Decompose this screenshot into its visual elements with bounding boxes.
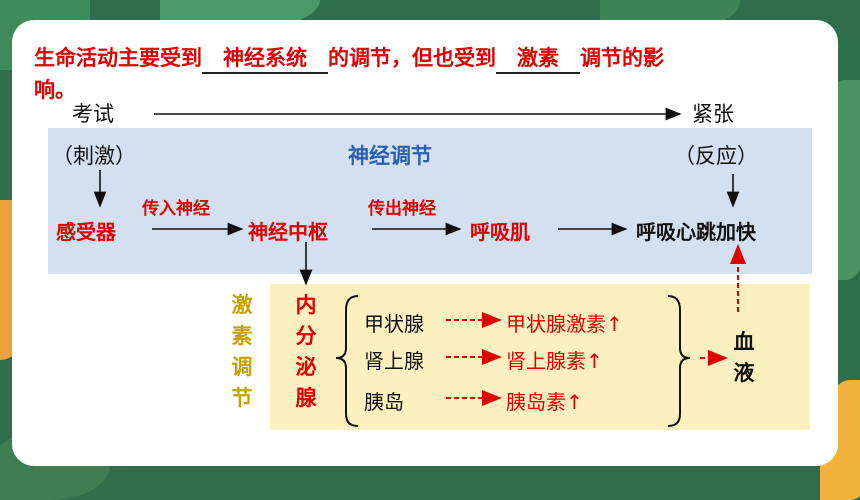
stimulus-label: 考试 [72,102,114,126]
receptor-label: 感受器 [56,220,116,244]
left-brace [335,295,359,427]
efferent-nerve-label: 传出神经 [368,199,436,219]
hormone-insulin: 胰岛素↑ [506,390,583,414]
effector-label: 呼吸肌 [470,220,530,244]
intro-line-1: 生命活动主要受到神经系统的调节，但也受到激素调节的影 [34,42,664,74]
right-brace [667,295,691,427]
endocrine-gland-label: 内分泌腺 [295,293,317,410]
hormone-thyroxine: 甲状腺激素↑ [506,312,623,336]
content-card: 生命活动主要受到神经系统的调节，但也受到激素调节的影 响。 考试 （刺激） 紧 [12,20,838,466]
gland-pancreas: 胰岛 [364,390,404,414]
result-label: 呼吸心跳加快 [636,220,756,244]
intro-text: 调节的影 [580,46,664,70]
intro-text: 的调节，但也受到 [328,46,496,70]
response-label: 紧张 [692,102,734,126]
blood-label: 血液 [733,329,755,385]
intro-line-2: 响。 [34,78,76,102]
gland-adrenal: 肾上腺 [364,349,424,373]
hormone-adrenaline: 肾上腺素↑ [506,349,603,373]
answer-blank-2: 激素 [496,42,580,74]
stimulus-note: （刺激） [52,144,136,168]
hormone-regulation-title: 激素调节 [231,293,253,410]
intro-text: 生命活动主要受到 [34,46,202,70]
answer-blank-1: 神经系统 [202,42,328,74]
afferent-nerve-label: 传入神经 [142,199,210,219]
gland-thyroid: 甲状腺 [364,312,424,336]
nerve-regulation-title: 神经调节 [348,144,432,168]
nerve-center-label: 神经中枢 [248,220,328,244]
arrow-layer [93,107,746,427]
nerve-regulation-box [48,128,812,274]
response-note: （反应） [674,144,758,168]
